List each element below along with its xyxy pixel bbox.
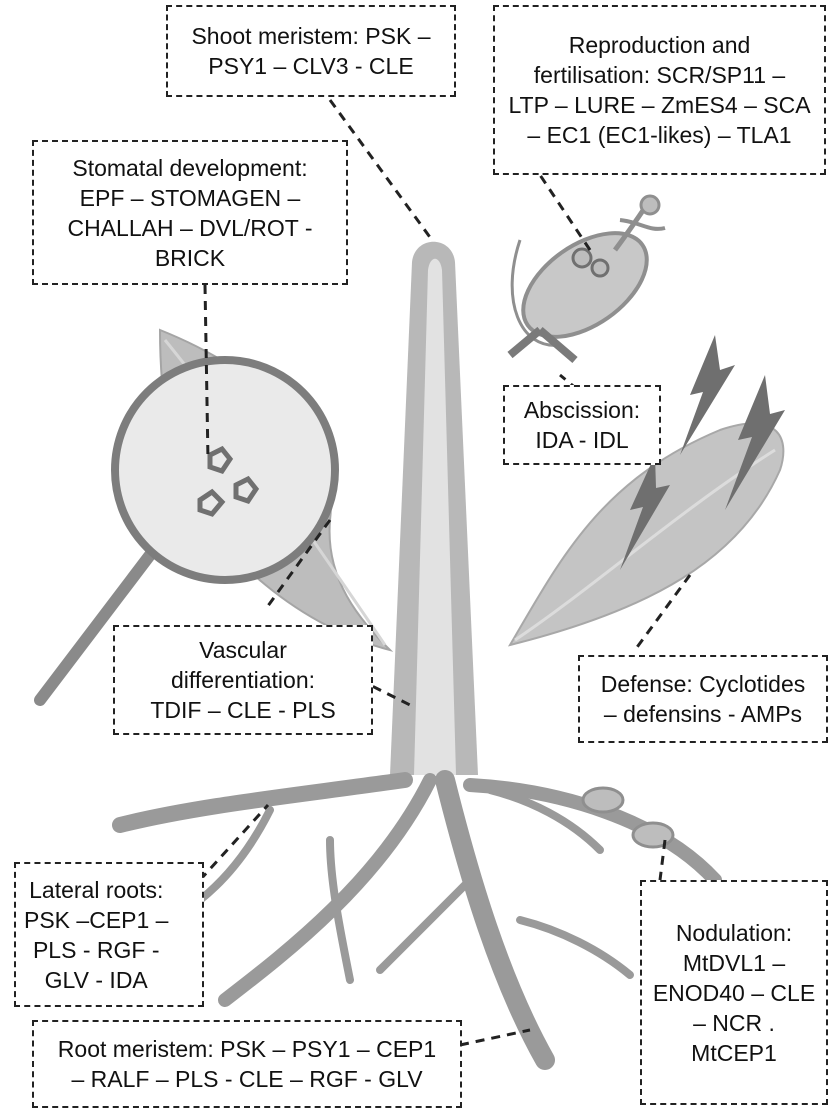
abscission-label-box: Abscission: IDA - IDL xyxy=(503,385,661,465)
root-meristem-label: Root meristem: PSK – PSY1 – CEP1 – RALF … xyxy=(58,1034,436,1094)
stomatal-development-label: Stomatal development: EPF – STOMAGEN – C… xyxy=(68,153,313,273)
nodulation-label: Nodulation: MtDVL1 – ENOD40 – CLE – NCR … xyxy=(653,918,815,1068)
nodule-icon xyxy=(583,788,623,812)
defense-label-box: Defense: Cyclotides – defensins - AMPs xyxy=(578,655,828,743)
shoot-meristem-label: Shoot meristem: PSK – PSY1 – CLV3 - CLE xyxy=(191,21,430,81)
stomatal-development-label-box: Stomatal development: EPF – STOMAGEN – C… xyxy=(32,140,348,285)
abscission-label: Abscission: IDA - IDL xyxy=(524,395,640,455)
nucleus-icon xyxy=(573,249,591,267)
shoot-meristem-label-box: Shoot meristem: PSK – PSY1 – CLV3 - CLE xyxy=(166,5,456,97)
stigma-icon xyxy=(620,220,665,229)
defense-label: Defense: Cyclotides – defensins - AMPs xyxy=(601,669,806,729)
lateral-roots-label: Lateral roots: PSK –CEP1 – PLS - RGF - G… xyxy=(24,875,168,995)
root-meristem-label-box: Root meristem: PSK – PSY1 – CEP1 – RALF … xyxy=(32,1020,462,1108)
vascular-differentiation-label: Vascular differentiation: TDIF – CLE - P… xyxy=(150,635,335,725)
reproduction-label-box: Reproduction and fertilisation: SCR/SP11… xyxy=(493,5,826,175)
root-system xyxy=(120,780,715,1060)
reproduction-label: Reproduction and fertilisation: SCR/SP11… xyxy=(508,30,810,150)
nucleus-icon xyxy=(592,260,608,276)
pollen-grain xyxy=(641,196,659,214)
vascular-differentiation-label-box: Vascular differentiation: TDIF – CLE - P… xyxy=(113,625,373,735)
nodulation-label-box: Nodulation: MtDVL1 – ENOD40 – CLE – NCR … xyxy=(640,880,828,1105)
lateral-roots-label-box: Lateral roots: PSK –CEP1 – PLS - RGF - G… xyxy=(14,862,204,1007)
nodule-icon xyxy=(633,823,673,847)
